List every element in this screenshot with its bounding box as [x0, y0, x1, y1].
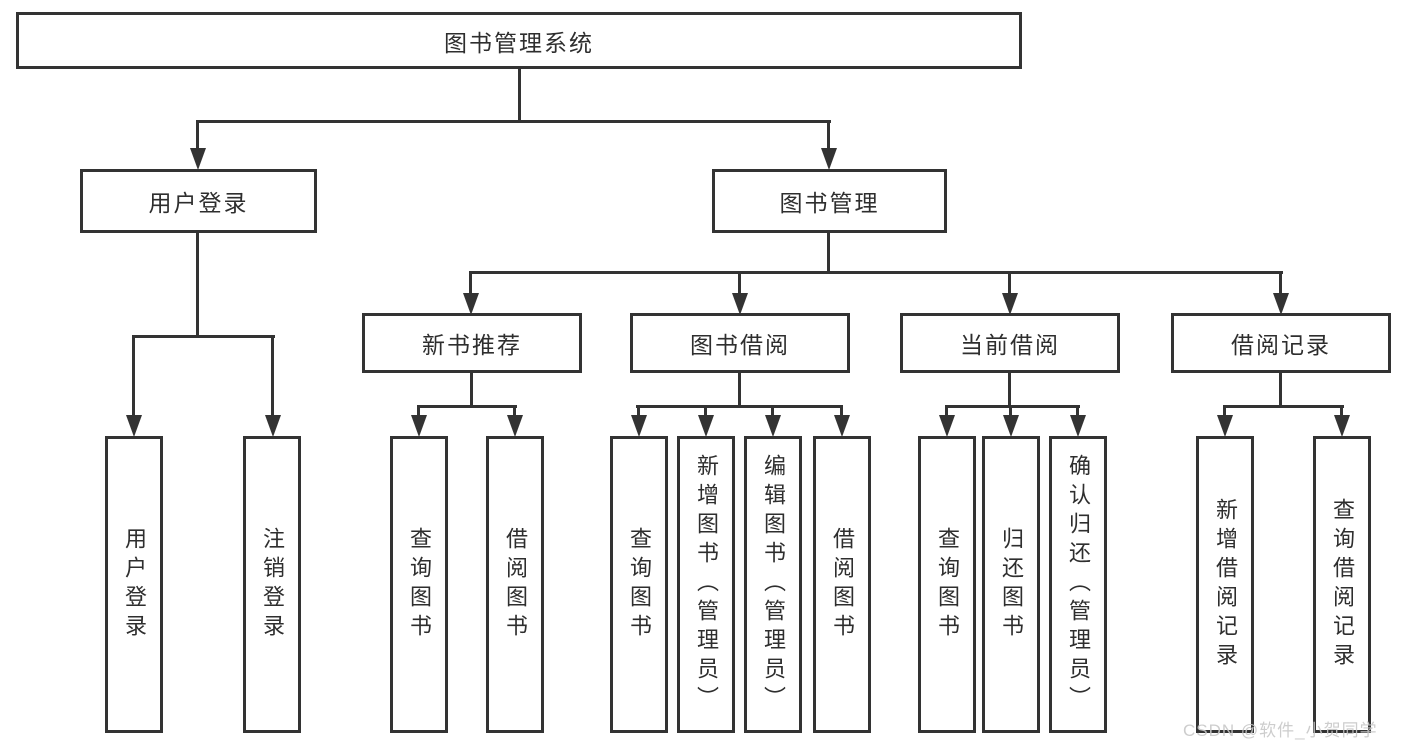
node-borrow-records: 借阅记录 [1171, 313, 1391, 373]
connector-line-horizontal [1223, 405, 1344, 408]
connector-line-vertical [470, 373, 473, 407]
connector-line-vertical [840, 405, 843, 420]
connector-line-vertical [513, 405, 516, 420]
arrow-down-icon [463, 293, 479, 315]
connector-line-vertical [827, 120, 830, 152]
connector-line-vertical [1279, 373, 1282, 407]
leaf-query-book-current-label: 查询图书 [935, 526, 960, 643]
leaf-query-borrow-record: 查询借阅记录 [1313, 436, 1371, 733]
connector-line-vertical [1008, 373, 1011, 407]
connector-line-vertical [132, 335, 135, 419]
connector-line-horizontal [469, 271, 1283, 274]
connector-line-vertical [417, 405, 420, 420]
connector-line-vertical [196, 120, 199, 152]
connector-line-vertical [1076, 405, 1079, 420]
node-book-borrow-label: 图书借阅 [690, 332, 790, 358]
node-root-label: 图书管理系统 [444, 29, 594, 56]
connector-line-vertical [518, 69, 521, 122]
connector-line-vertical [271, 335, 274, 419]
arrow-down-icon [1217, 415, 1233, 437]
leaf-user-login-label: 用户登录 [122, 526, 147, 643]
arrow-down-icon [1273, 293, 1289, 315]
node-book-borrow: 图书借阅 [630, 313, 850, 373]
arrow-down-icon [732, 293, 748, 315]
leaf-query-borrow-record-label: 查询借阅记录 [1330, 497, 1355, 672]
leaf-edit-book-admin-label: 编辑图书（管理员） [761, 454, 786, 715]
leaf-query-book-borrow-label: 查询图书 [627, 526, 652, 643]
arrow-down-icon [1070, 415, 1086, 437]
leaf-borrow-book-newrec-label: 借阅图书 [503, 526, 528, 643]
connector-line-vertical [469, 271, 472, 298]
leaf-query-book-newrec: 查询图书 [390, 436, 448, 733]
leaf-borrow-book-newrec: 借阅图书 [486, 436, 544, 733]
node-current-borrow-label: 当前借阅 [960, 332, 1060, 358]
connector-line-horizontal [636, 405, 843, 408]
leaf-edit-book-admin: 编辑图书（管理员） [744, 436, 802, 733]
connector-line-horizontal [132, 335, 275, 338]
leaf-borrow-book: 借阅图书 [813, 436, 871, 733]
connector-line-vertical [945, 405, 948, 420]
leaf-query-book-current: 查询图书 [918, 436, 976, 733]
node-borrow-records-label: 借阅记录 [1231, 332, 1331, 358]
node-book-management-label: 图书管理 [779, 190, 880, 216]
connector-line-vertical [1008, 271, 1011, 298]
leaf-logout: 注销登录 [243, 436, 301, 733]
arrow-down-icon [698, 415, 714, 437]
arrow-down-icon [631, 415, 647, 437]
arrow-down-icon [411, 415, 427, 437]
arrow-down-icon [507, 415, 523, 437]
connector-line-vertical [637, 405, 640, 420]
leaf-add-borrow-record-label: 新增借阅记录 [1213, 497, 1238, 672]
node-new-book-recommend: 新书推荐 [362, 313, 582, 373]
node-current-borrow: 当前借阅 [900, 313, 1120, 373]
arrow-down-icon [265, 415, 281, 437]
arrow-down-icon [939, 415, 955, 437]
leaf-return-book-label: 归还图书 [999, 526, 1024, 643]
connector-line-horizontal [417, 405, 517, 408]
connector-line-vertical [704, 405, 707, 420]
arrow-down-icon [1003, 415, 1019, 437]
leaf-query-book-newrec-label: 查询图书 [407, 526, 432, 643]
arrow-down-icon [1334, 415, 1350, 437]
arrow-down-icon [834, 415, 850, 437]
connector-line-vertical [1279, 271, 1282, 298]
leaf-add-borrow-record: 新增借阅记录 [1196, 436, 1254, 733]
connector-line-vertical [738, 271, 741, 298]
csdn-watermark: CSDN @软件_小贺同学 [1183, 721, 1378, 740]
leaf-add-book-admin-label: 新增图书（管理员） [694, 454, 719, 715]
arrow-down-icon [126, 415, 142, 437]
node-user-login-label: 用户登录 [148, 190, 249, 216]
leaf-logout-label: 注销登录 [260, 526, 285, 643]
connector-line-vertical [1223, 405, 1226, 420]
arrow-down-icon [765, 415, 781, 437]
node-root: 图书管理系统 [16, 12, 1022, 69]
node-book-management: 图书管理 [712, 169, 947, 233]
arrow-down-icon [1002, 293, 1018, 315]
connector-line-horizontal [945, 405, 1080, 408]
connector-line-vertical [1009, 405, 1012, 420]
leaf-confirm-return-admin-label: 确认归还（管理员） [1066, 454, 1091, 715]
node-user-login: 用户登录 [80, 169, 317, 233]
leaf-confirm-return-admin: 确认归还（管理员） [1049, 436, 1107, 733]
connector-line-vertical [196, 233, 199, 337]
leaf-query-book-borrow: 查询图书 [610, 436, 668, 733]
node-new-book-recommend-label: 新书推荐 [422, 332, 522, 358]
leaf-add-book-admin: 新增图书（管理员） [677, 436, 735, 733]
arrow-down-icon [190, 148, 206, 170]
arrow-down-icon [821, 148, 837, 170]
leaf-user-login: 用户登录 [105, 436, 163, 733]
connector-line-horizontal [197, 120, 831, 123]
connector-line-vertical [771, 405, 774, 420]
leaf-borrow-book-label: 借阅图书 [830, 526, 855, 643]
connector-line-vertical [827, 233, 830, 273]
leaf-return-book: 归还图书 [982, 436, 1040, 733]
connector-line-vertical [738, 373, 741, 407]
connector-line-vertical [1340, 405, 1343, 420]
